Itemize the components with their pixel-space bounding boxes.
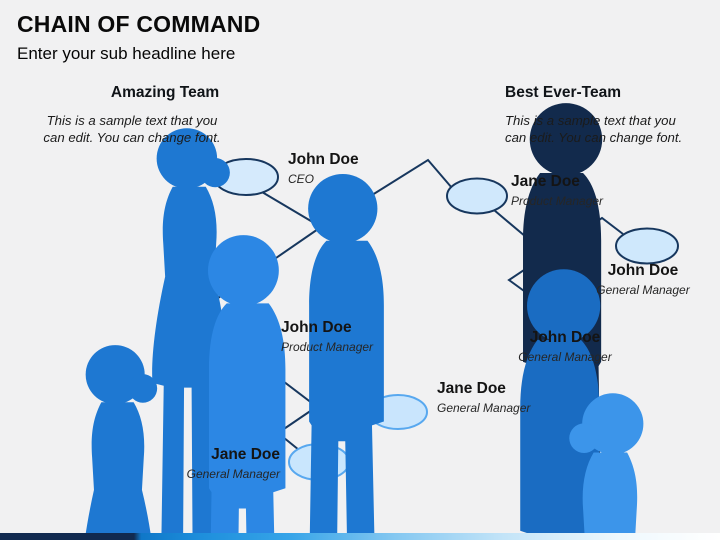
team-description-best-ever: This is a sample text that you can edit.…: [505, 113, 683, 146]
person-label-jane-gm-mid: Jane Doe General Manager: [437, 381, 530, 414]
person-label-john-pm: John Doe Product Manager: [281, 320, 373, 353]
platform-john-gm-right: [615, 227, 679, 265]
team-name-amazing: Amazing Team: [110, 84, 220, 101]
person-role: Product Manager: [511, 193, 604, 208]
person-name: John Doe: [607, 262, 679, 279]
person-label-jane-pm: Jane Doe Product Manager: [511, 174, 603, 207]
team-name-best-ever: Best Ever-Team: [505, 84, 622, 101]
footer-accent-bar: [0, 533, 720, 540]
person-name: John Doe: [529, 329, 601, 346]
team-description-amazing: This is a sample text that you can edit.…: [43, 113, 221, 146]
person-figure-john-gm-right: [301, 174, 384, 540]
platform-jane-pm: [446, 177, 508, 215]
person-role: Product Manager: [281, 339, 374, 354]
person-role: General Manager: [596, 282, 690, 297]
person-role: General Manager: [437, 400, 531, 415]
person-name: Jane Doe: [511, 173, 580, 190]
person-name: John Doe: [281, 319, 352, 336]
person-label-ceo: John Doe CEO: [288, 152, 359, 185]
person-role: General Manager: [518, 349, 612, 364]
slide-title: CHAIN OF COMMAND: [17, 11, 261, 37]
person-role: General Manager: [186, 466, 280, 481]
person-figure-john-gm-mid: [200, 235, 285, 540]
person-role: CEO: [288, 171, 315, 186]
person-label-john-gm-mid: John Doe General Manager: [504, 330, 626, 363]
person-figure-jane-gm-mid: [81, 345, 157, 540]
person-name: John Doe: [288, 151, 359, 168]
person-name: Jane Doe: [211, 446, 280, 463]
slide-subtitle: Enter your sub headline here: [17, 44, 236, 63]
person-name: Jane Doe: [437, 380, 506, 397]
person-label-john-gm-right: John Doe General Manager: [582, 263, 704, 296]
person-label-jane-gm-bottom: Jane Doe General Manager: [158, 447, 280, 480]
